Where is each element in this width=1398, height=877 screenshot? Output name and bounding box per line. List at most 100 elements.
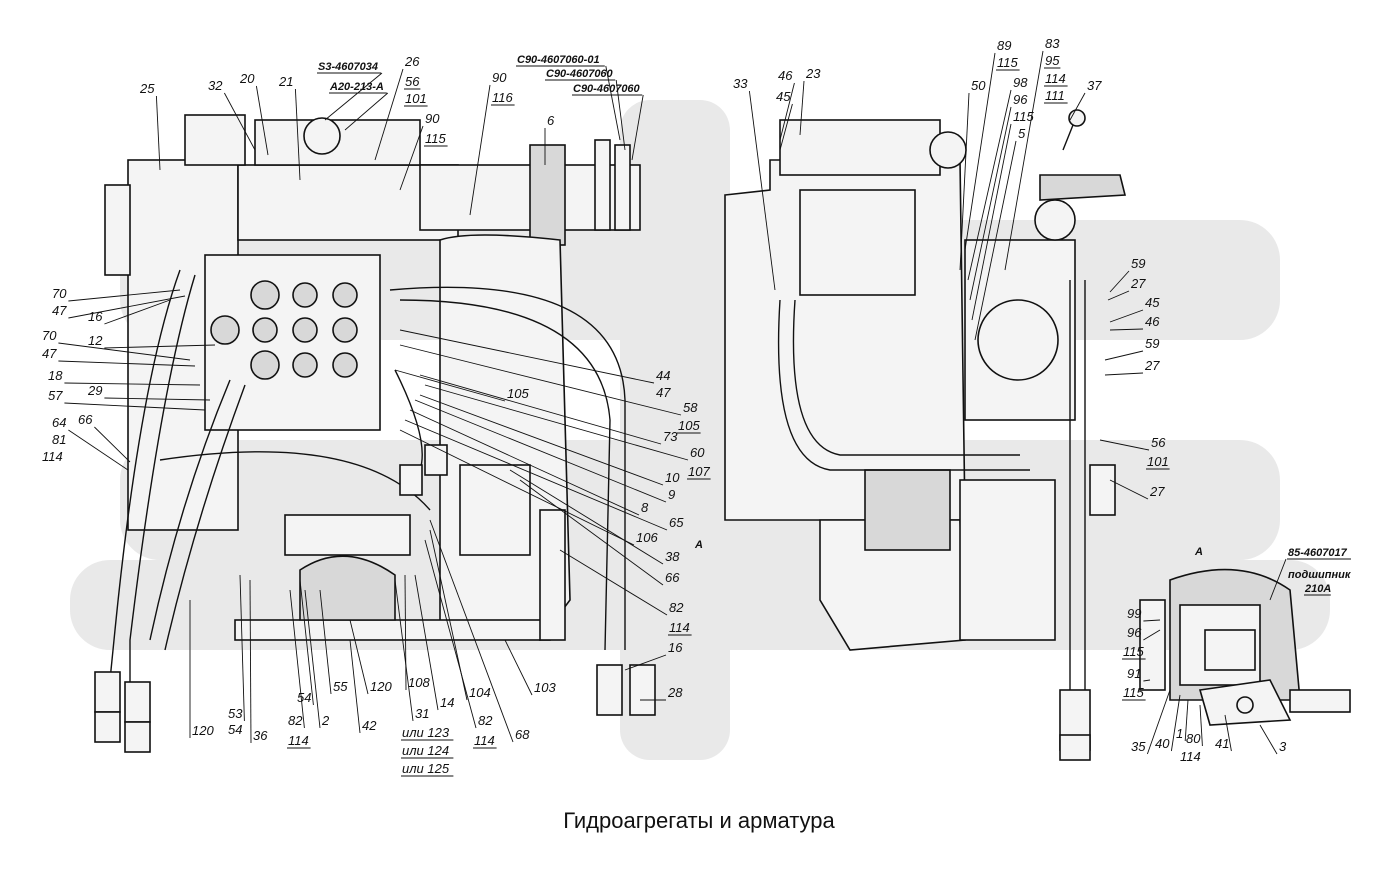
callout-leader-line	[1104, 372, 1144, 376]
callout-label: C90-4607060	[573, 83, 641, 95]
callout-leader-line	[615, 79, 626, 151]
callout-leader-line	[424, 539, 477, 729]
callout-label: 103	[534, 680, 556, 695]
callout-leader-line	[299, 579, 314, 706]
callout-leader-line	[1199, 704, 1203, 747]
callout-leader-line	[419, 394, 664, 486]
callout-label: S3-4607034	[318, 61, 378, 73]
callout-label: 65	[669, 515, 684, 530]
callout-label: 82	[288, 713, 303, 728]
callout-leader-line	[1259, 724, 1278, 755]
callout-leader-line	[1104, 350, 1144, 361]
callout-label: 82	[478, 713, 493, 728]
callout-leader-line	[404, 419, 668, 531]
detail-a-bearing	[1139, 568, 1351, 726]
callout-leader-line	[1184, 699, 1189, 742]
callout-label: 47	[656, 385, 671, 400]
callout-leader-line	[519, 479, 664, 586]
callout-leader-line	[64, 402, 206, 411]
callout-leader-line	[289, 589, 305, 729]
callout-leader-line	[68, 295, 186, 319]
callout-label: 99	[1127, 606, 1141, 621]
callout-label: 111	[1045, 88, 1065, 103]
callout-label: C90-4607060	[546, 68, 614, 80]
callout-label: 50	[971, 78, 986, 93]
callout-leader-line	[349, 619, 369, 695]
callout-label: 98	[1013, 75, 1028, 90]
callout-label: 115	[1123, 644, 1144, 659]
callout-leader-line	[399, 125, 424, 191]
callout-leader-line	[58, 342, 191, 361]
callout-label: 70	[42, 328, 57, 343]
callout-leader-line	[969, 106, 1012, 301]
callout-label: 46	[1145, 314, 1160, 329]
callout-label: 32	[208, 78, 223, 93]
callout-label: 114	[474, 733, 495, 748]
callout-label: 81	[52, 432, 66, 447]
callout-leader-line	[974, 140, 1017, 341]
callout-label: 120	[370, 679, 392, 694]
callout-label: 120	[192, 723, 214, 738]
callout-leader-line	[58, 360, 196, 367]
callout-leader-line	[631, 94, 644, 161]
callout-label: 210А	[1304, 583, 1331, 595]
callout-leader-line	[959, 92, 970, 271]
callout-label: A	[1194, 546, 1203, 558]
callout-label: 95	[1045, 53, 1060, 68]
callout-label: 89	[997, 38, 1011, 53]
callout-leader-line	[404, 574, 407, 691]
right-hydraulic-block	[724, 109, 1127, 761]
callout-leader-line	[1109, 270, 1130, 293]
callout-label: 56	[1151, 435, 1166, 450]
callout-label: 56	[405, 74, 420, 89]
callout-leader-line	[104, 299, 171, 325]
callout-leader-line	[1109, 309, 1144, 323]
callout-label: 116	[492, 90, 513, 105]
callout-label: 5	[1018, 126, 1026, 141]
callout-label: 27	[1144, 358, 1160, 373]
callout-label: 83	[1045, 36, 1060, 51]
callout-leader-line	[249, 579, 252, 744]
callout-label: 12	[88, 333, 103, 348]
callout-leader-line	[414, 399, 667, 503]
callout-leader-line	[1143, 619, 1161, 622]
callout-label: 115	[425, 131, 446, 146]
callout-leader-line	[1004, 50, 1044, 271]
callout-leader-line	[799, 80, 805, 136]
callout-label: 82	[669, 600, 684, 615]
callout-label: 73	[663, 429, 678, 444]
callout-leader-line	[429, 519, 514, 743]
callout-label: 6	[547, 113, 555, 128]
callout-label: 1	[1176, 726, 1183, 741]
callout-leader-line	[1146, 689, 1171, 755]
callout-label: или 124	[402, 743, 449, 758]
callout-leader-line	[1224, 714, 1232, 752]
callout-label: 28	[667, 685, 683, 700]
callout-label: 57	[48, 388, 63, 403]
callout-label: 44	[656, 368, 670, 383]
callout-leader-line	[748, 90, 776, 291]
callout-label: подшипник	[1288, 569, 1352, 581]
callout-label: 38	[665, 549, 680, 564]
callout-leader-line	[399, 429, 635, 546]
callout-leader-line	[1109, 479, 1149, 500]
callout-leader-line	[155, 95, 161, 171]
callout-leader-line	[224, 92, 256, 151]
callout-leader-line	[419, 374, 662, 445]
callout-leader-line	[964, 52, 996, 251]
callout-label: 108	[408, 675, 430, 690]
callout-leader-line	[559, 549, 668, 616]
callout-leader-line	[509, 469, 664, 565]
callout-label: 115	[1013, 109, 1034, 124]
callout-label: 66	[665, 570, 680, 585]
callout-label: 18	[48, 368, 63, 383]
callout-label: 36	[253, 728, 268, 743]
callout-leader-line	[349, 639, 361, 734]
callout-label: 10	[665, 470, 680, 485]
callout-label: 20	[239, 71, 255, 86]
callout-label: 96	[1127, 625, 1142, 640]
callout-leader-line	[504, 639, 533, 696]
callout-label: 8	[641, 500, 649, 515]
callout-label: 45	[776, 89, 791, 104]
